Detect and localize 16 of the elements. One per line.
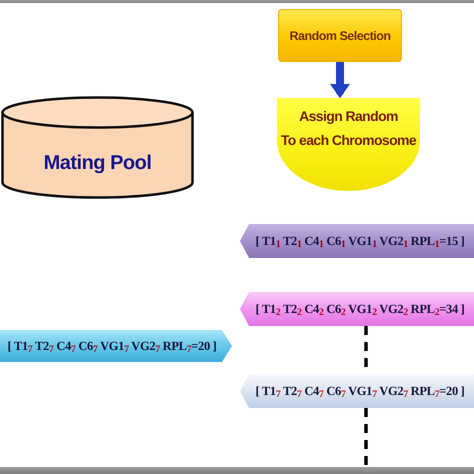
chromosome-bar	[240, 224, 474, 258]
chromosome-bar	[240, 292, 474, 326]
pool-label: Mating Pool	[44, 152, 152, 175]
chromosome-label: [ T1$_{2}$ T2$_{2}$ C4$_{2}$ C6$_{2}$ VG1$_{2}$ VG2$_{2}$ RPL$_{2}$=34 ]	[256, 302, 464, 316]
step-label: Random Selection	[289, 28, 391, 42]
dashed-connector	[364, 408, 368, 467]
step-label: Assign Random To each Chromosome	[280, 107, 417, 150]
rounded-process-box	[277, 98, 420, 191]
chromosome-bar	[240, 374, 474, 408]
chromosome-label: [ T1$_{7}$ T2$_{7}$ C4$_{7}$ C6$_{7}$ VG1$_{7}$ VG2$_{7}$ RPL$_{7}$=20 ]	[8, 338, 216, 354]
chromosome-bar	[0, 330, 232, 362]
process-box	[278, 9, 402, 62]
database-cylinder	[1, 96, 194, 199]
arrow	[330, 62, 350, 98]
chromosome-label: [ T1$_{1}$ T2$_{1}$ C4$_{1}$ C6$_{1}$ VG1$_{1}$ VG2$_{1}$ RPL$_{1}$=15 ]	[256, 234, 464, 248]
chromosome-label: [ T1$_{7}$ T2$_{7}$ C4$_{7}$ C6$_{7}$ VG1$_{7}$ VG2$_{7}$ RPL$_{7}$=20 ]	[256, 384, 464, 398]
